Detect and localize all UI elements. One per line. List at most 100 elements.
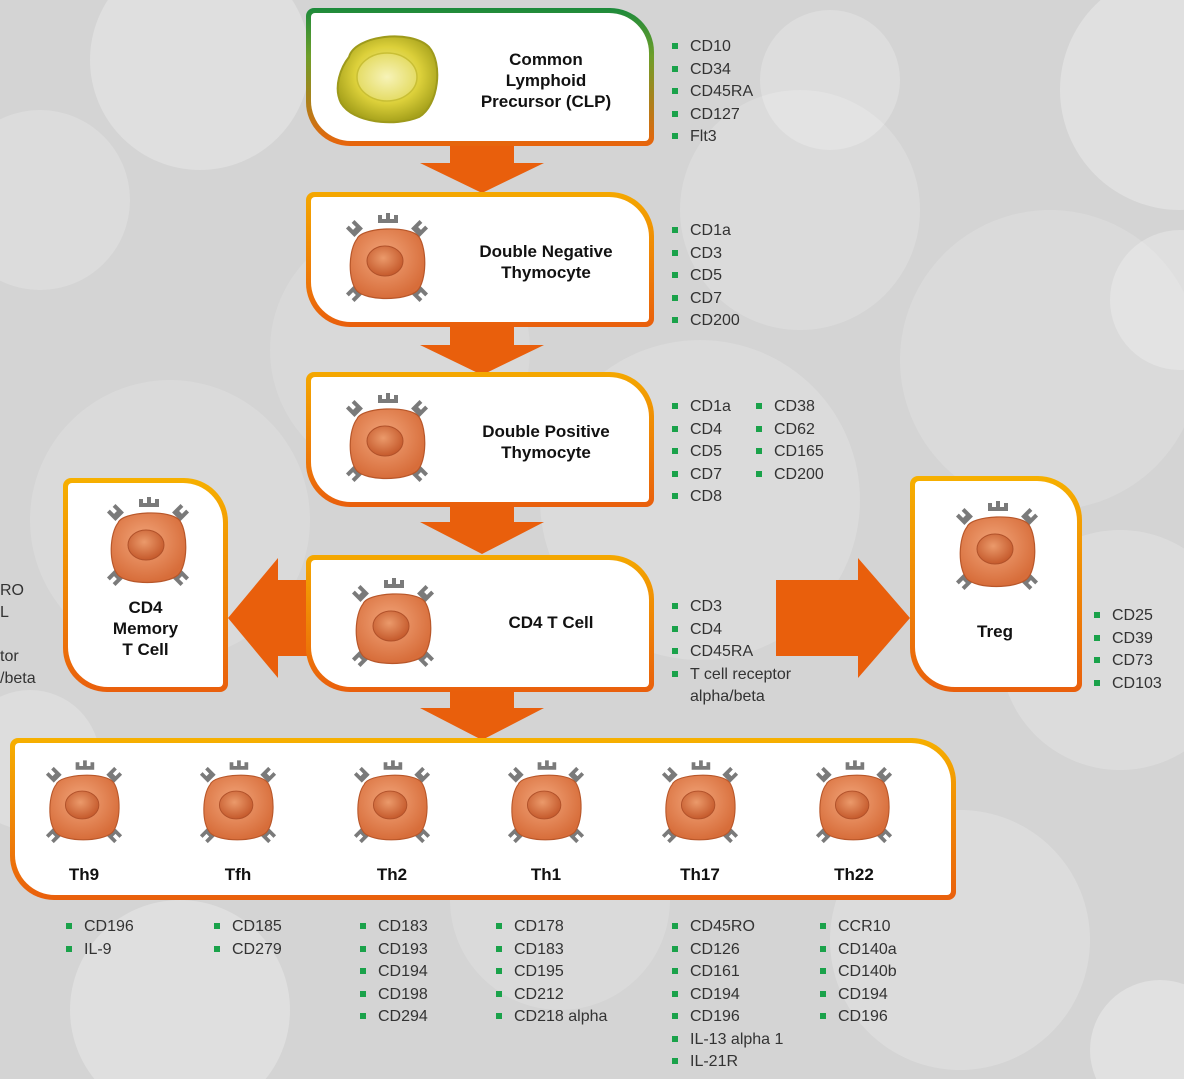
memory-markers-partial: RO L tor /beta xyxy=(0,580,36,690)
marker: CD38 xyxy=(754,396,824,419)
dp-markers-col1: CD1a CD4 CD5 CD7 CD8 xyxy=(670,396,731,509)
marker: CD196 xyxy=(64,916,134,939)
t-cell-icon xyxy=(353,760,431,844)
marker: L xyxy=(0,604,9,621)
marker: CD200 xyxy=(670,310,740,333)
t-cell-icon xyxy=(345,213,429,303)
dn-title-line-2: Thymocyte xyxy=(501,263,591,282)
subset-label-th1: Th1 xyxy=(530,865,562,884)
marker: CD7 xyxy=(670,288,740,311)
marker: T cell receptor alpha/beta xyxy=(670,664,830,709)
marker: CD195 xyxy=(494,961,607,984)
marker: CD8 xyxy=(670,486,731,509)
marker: CCR10 xyxy=(818,916,897,939)
arrow-dn-to-dp xyxy=(420,325,544,375)
dp-markers-col2: CD38 CD62 CD165 CD200 xyxy=(754,396,824,486)
marker: /beta xyxy=(0,670,36,687)
t-cell-icon xyxy=(507,760,585,844)
marker: CD3 xyxy=(670,596,830,619)
dp-title-line-1: Double Positive xyxy=(482,422,610,441)
treg-markers: CD25 CD39 CD73 CD103 xyxy=(1092,605,1162,695)
clp-markers: CD10 CD34 CD45RA CD127 Flt3 xyxy=(670,36,753,149)
marker: CD194 xyxy=(358,961,428,984)
clp-title: Common Lymphoid Precursor (CLP) xyxy=(456,49,636,112)
memory-title-line-2: Memory xyxy=(112,619,179,638)
arrow-dp-to-cd4 xyxy=(420,502,544,554)
marker: CD140b xyxy=(818,961,897,984)
marker: CD126 xyxy=(670,939,783,962)
arrow-clp-to-dn xyxy=(420,143,544,193)
subset-label-th22: Th22 xyxy=(834,865,874,884)
t-cell-icon xyxy=(199,760,277,844)
marker: CD183 xyxy=(494,939,607,962)
t-cell-icon xyxy=(815,760,893,844)
arrow-cd4-to-subsets xyxy=(420,690,544,740)
marker: CD178 xyxy=(494,916,607,939)
marker: CD4 xyxy=(670,619,830,642)
t-cell-icon xyxy=(345,393,429,483)
marker: CD7 xyxy=(670,464,731,487)
marker: CD193 xyxy=(358,939,428,962)
clp-title-line-2: Lymphoid xyxy=(505,71,587,90)
dn-box: Double Negative Thymocyte xyxy=(306,192,654,327)
marker: CD4 xyxy=(670,419,731,442)
stem-cell-icon xyxy=(336,35,439,124)
memory-title-line-3: T Cell xyxy=(122,640,169,659)
marker: CD196 xyxy=(670,1006,783,1029)
marker: IL-13 alpha 1 xyxy=(670,1029,783,1052)
marker: CD127 xyxy=(670,104,753,127)
marker: CD25 xyxy=(1092,605,1162,628)
marker: CD1a xyxy=(670,396,731,419)
marker: CD1a xyxy=(670,220,740,243)
marker: CD218 alpha xyxy=(494,1006,607,1029)
cd4-box: CD4 T Cell xyxy=(306,555,654,692)
marker: IL-9 xyxy=(64,939,134,962)
marker: CD194 xyxy=(670,984,783,1007)
marker: CD200 xyxy=(754,464,824,487)
marker: CD212 xyxy=(494,984,607,1007)
dp-title-line-2: Thymocyte xyxy=(501,443,591,462)
marker: CD279 xyxy=(212,939,282,962)
marker: CD5 xyxy=(670,441,731,464)
arrow-cd4-to-memory xyxy=(228,558,314,678)
dp-title: Double Positive Thymocyte xyxy=(456,421,636,463)
marker: CD34 xyxy=(670,59,753,82)
memory-title: CD4 Memory T Cell xyxy=(78,597,213,660)
marker: CD39 xyxy=(1092,628,1162,651)
marker: CD45RO xyxy=(670,916,783,939)
marker: CD73 xyxy=(1092,650,1162,673)
marker: CD103 xyxy=(1092,673,1162,696)
subset-label-th2: Th2 xyxy=(376,865,408,884)
marker: CD198 xyxy=(358,984,428,1007)
clp-box: Common Lymphoid Precursor (CLP) xyxy=(306,8,654,146)
cd4-title: CD4 T Cell xyxy=(508,613,594,632)
memory-box: CD4 Memory T Cell xyxy=(63,478,228,692)
t-cell-icon xyxy=(661,760,739,844)
dn-title: Double Negative Thymocyte xyxy=(456,241,636,283)
subset-label-th17: Th17 xyxy=(680,865,720,884)
marker: CD294 xyxy=(358,1006,428,1029)
marker: CD196 xyxy=(818,1006,897,1029)
marker: CD45RA xyxy=(670,641,830,664)
memory-title-line-1: CD4 xyxy=(128,598,163,617)
treg-box: Treg xyxy=(910,476,1082,692)
marker: CD194 xyxy=(818,984,897,1007)
marker: CD3 xyxy=(670,243,740,266)
marker xyxy=(0,624,36,646)
subset-label-tfh: Tfh xyxy=(224,865,252,884)
marker: CD185 xyxy=(212,916,282,939)
clp-title-line-1: Common xyxy=(509,50,583,69)
marker: IL-21R xyxy=(670,1051,783,1074)
t-cell-icon xyxy=(955,501,1039,591)
marker: CD62 xyxy=(754,419,824,442)
marker: CD183 xyxy=(358,916,428,939)
treg-title: Treg xyxy=(977,622,1013,641)
marker: RO xyxy=(0,582,24,599)
dn-markers: CD1a CD3 CD5 CD7 CD200 xyxy=(670,220,740,333)
